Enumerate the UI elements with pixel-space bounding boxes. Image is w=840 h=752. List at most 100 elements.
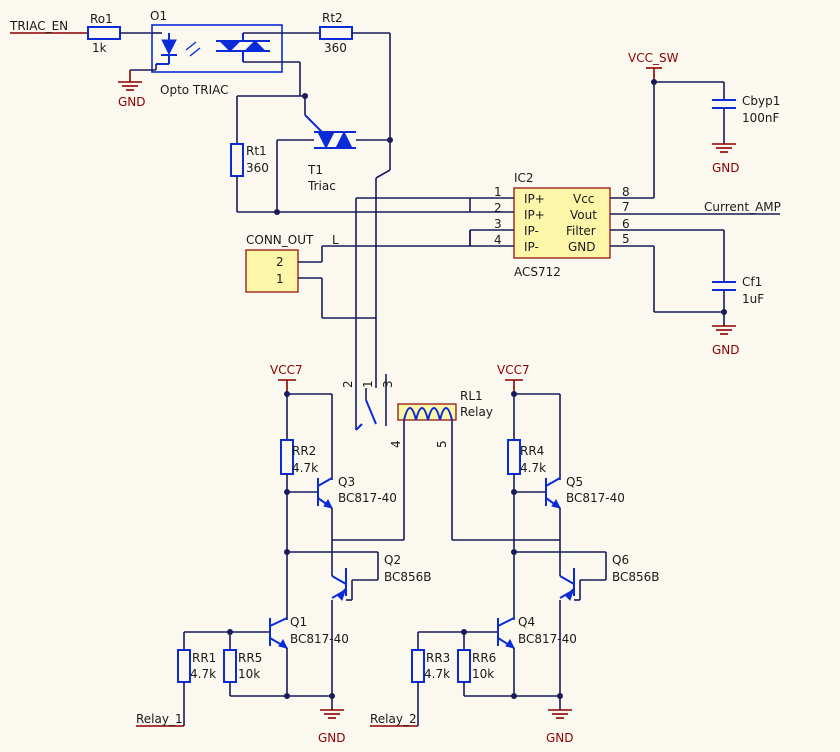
connector-conn-out: CONN_OUT L 2 1 — [245, 233, 470, 319]
vcc7-right: VCC7 — [497, 363, 530, 394]
relay2-label: Relay_2 — [370, 712, 417, 726]
triac-en-label: TRIAC_EN — [9, 19, 68, 33]
rr1-ref: RR1 — [192, 651, 216, 665]
ic2-pin-name: Filter — [566, 224, 596, 238]
wire — [375, 169, 391, 179]
rl1-pin-2: 2 — [341, 380, 355, 388]
rr1-value: 4.7k — [190, 667, 216, 681]
resistor-rt1: Rt1 360 — [230, 143, 269, 212]
t1-ref: T1 — [307, 163, 323, 177]
ic2-pin-num: 7 — [622, 200, 630, 214]
ic2-value: ACS712 — [514, 265, 561, 279]
rl1-pin-4: 4 — [389, 440, 403, 448]
resistor-rr4: RR4 4.7k — [507, 439, 546, 552]
gnd-q4-label: GND — [546, 731, 574, 745]
q2-ref: Q2 — [384, 553, 401, 567]
q3-ref: Q3 — [338, 475, 355, 489]
ro1-value: 1k — [92, 41, 107, 55]
resistor-rr1: RR1 4.7k — [177, 632, 216, 720]
rr2-value: 4.7k — [292, 461, 318, 475]
cbyp1-value: 100nF — [742, 111, 780, 125]
rr3-value: 4.7k — [424, 667, 450, 681]
ic2-pin-name: GND — [568, 240, 596, 254]
relay2-net: Relay_2 — [370, 712, 419, 727]
cf1-value: 1uF — [742, 292, 764, 306]
q4-value: BC817-40 — [518, 632, 577, 646]
o1-ref: O1 — [150, 9, 167, 23]
cbyp1-ref: Cbyp1 — [742, 94, 780, 108]
relay1-net: Relay_1 — [136, 712, 185, 727]
ic2-pin-num: 2 — [494, 201, 502, 215]
conn-value: L — [332, 233, 339, 247]
rl1-pin-1: 1 — [361, 380, 375, 388]
ic2-pin-num: 4 — [494, 233, 502, 247]
ic2-pin-name: IP+ — [524, 192, 545, 206]
gnd-cbyp-label: GND — [712, 161, 740, 175]
transistor-q5: Q5 BC817-40 — [514, 475, 625, 562]
q5-ref: Q5 — [566, 475, 583, 489]
ic2-pin-num: 6 — [622, 217, 630, 231]
q1-value: BC817-40 — [290, 632, 349, 646]
t1-value: Triac — [307, 179, 336, 193]
cf1-ref: Cf1 — [742, 275, 762, 289]
ic2-pin-num: 5 — [622, 232, 630, 246]
ic2-ref: IC2 — [514, 171, 534, 185]
resistor-rr2: RR2 4.7k — [280, 439, 318, 552]
o1-value: Opto TRIAC — [160, 83, 229, 97]
capacitor-cbyp1: Cbyp1 100nF GND — [712, 94, 780, 175]
resistor-rr6: RR6 10k — [457, 632, 496, 696]
q3-value: BC817-40 — [338, 491, 397, 505]
transistor-q6: Q6 BC856B — [559, 553, 660, 601]
rl1-pin-3: 3 — [381, 380, 395, 388]
q6-value: BC856B — [612, 570, 660, 584]
transistor-q4: Q4 BC817-40 — [418, 615, 577, 696]
ic2-pin-name: Vout — [570, 208, 597, 222]
gnd-opto: GND — [118, 64, 157, 109]
ic2-pin-num: 8 — [622, 185, 630, 199]
resistor-rr3: RR3 4.7k — [411, 632, 450, 720]
vcc7-left-label: VCC7 — [270, 363, 303, 377]
triac-en-net: TRIAC_EN — [9, 19, 88, 34]
transistor-q3: Q3 BC817-40 — [287, 475, 404, 541]
transistor-q1: Q1 BC817-40 — [184, 615, 349, 696]
rr4-value: 4.7k — [520, 461, 546, 475]
ic2-pin-name: Vcc — [573, 192, 594, 206]
ic2-pin-num: 1 — [494, 185, 502, 199]
q4-ref: Q4 — [518, 615, 535, 629]
rr6-ref: RR6 — [472, 651, 496, 665]
rr5-ref: RR5 — [238, 651, 262, 665]
gnd-q1-label: GND — [318, 731, 346, 745]
opto-triac-o1: O1 Opto TRIAC — [150, 9, 320, 97]
current-amp-label: Current_AMP — [704, 200, 781, 214]
resistor-rr5: RR5 10k — [223, 632, 262, 696]
rr4-ref: RR4 — [520, 444, 544, 458]
ic2-acs712: IC2 ACS712 1 2 3 4 IP+ IP+ IP- IP- 8 7 6… — [469, 171, 780, 279]
rt1-ref: Rt1 — [246, 144, 267, 158]
rr3-ref: RR3 — [426, 651, 450, 665]
rl1-ref: RL1 — [460, 389, 483, 403]
transistor-q2: Q2 BC856B — [331, 540, 432, 601]
relay1-label: Relay_1 — [136, 712, 183, 726]
gnd-q1: GND — [318, 709, 346, 745]
ic2-pin-name: IP+ — [524, 208, 545, 222]
gnd-cf1-label: GND — [712, 343, 740, 357]
relay-rl1: 2 1 3 RL1 Relay 4 5 — [341, 374, 493, 540]
gnd-opto-label: GND — [118, 95, 146, 109]
vcc7-right-label: VCC7 — [497, 363, 530, 377]
gnd-q4: GND — [546, 709, 574, 745]
rr2-ref: RR2 — [292, 444, 316, 458]
vcc7-left: VCC7 — [270, 363, 303, 394]
q6-ref: Q6 — [612, 553, 629, 567]
rt1-value: 360 — [246, 161, 269, 175]
rt2-value: 360 — [324, 41, 347, 55]
capacitor-cf1: Cf1 1uF GND — [653, 230, 764, 357]
q2-value: BC856B — [384, 570, 432, 584]
ic2-pin-num: 3 — [494, 217, 502, 231]
conn-pin-1: 1 — [276, 272, 284, 286]
vcc-sw-net: VCC_SW — [628, 51, 725, 198]
ic2-pin-name: IP- — [524, 240, 539, 254]
rl1-pin-5: 5 — [435, 440, 449, 448]
conn-pin-2: 2 — [276, 255, 284, 269]
vcc-sw-label: VCC_SW — [628, 51, 679, 65]
